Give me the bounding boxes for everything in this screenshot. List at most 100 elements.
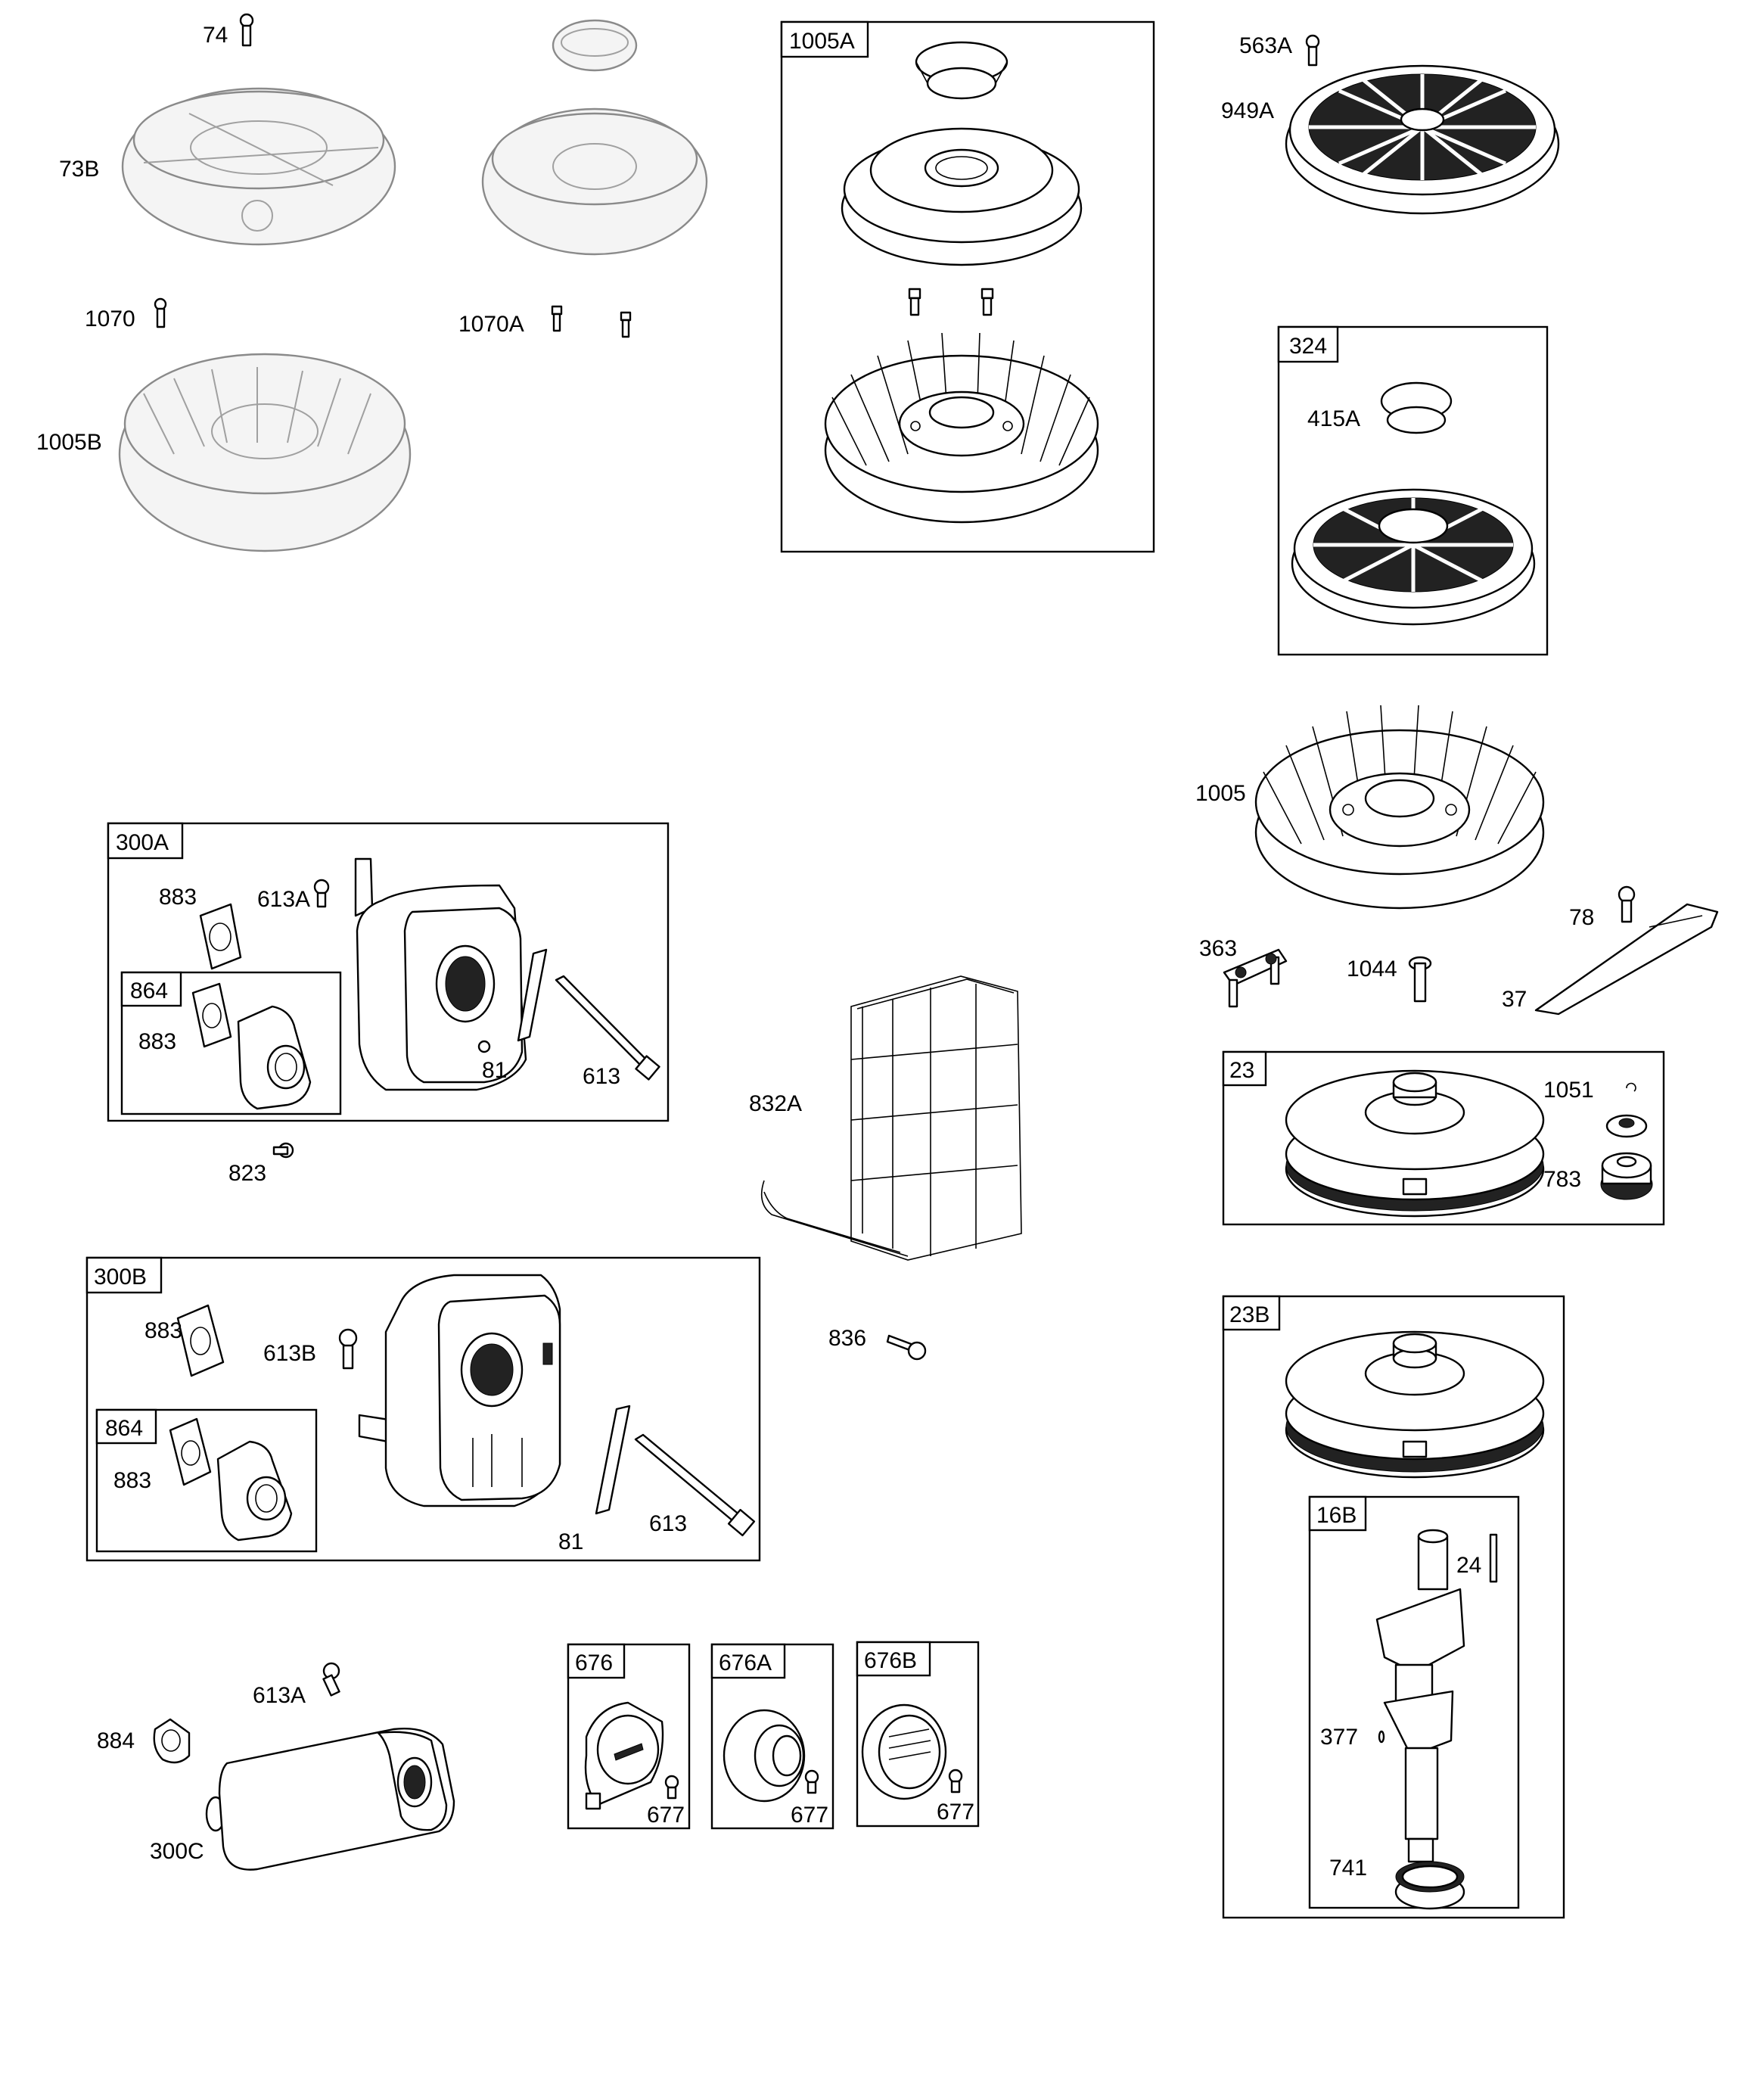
muffler-300C-drawing xyxy=(205,1728,455,1871)
screw-1070-drawing xyxy=(154,297,167,328)
screws-drawing xyxy=(908,288,994,316)
callout-81-b: 81 xyxy=(558,1529,583,1554)
callout-613B: 613B xyxy=(263,1341,316,1366)
air-guide-37-drawing xyxy=(1534,903,1719,1016)
callout-823: 823 xyxy=(228,1161,266,1186)
callout-677-a: 677 xyxy=(647,1803,685,1828)
washer-1051-drawing xyxy=(1626,1082,1636,1092)
cover-676B-drawing xyxy=(861,1703,947,1800)
group-label-864-a: 864 xyxy=(130,978,168,1003)
cover-676-drawing xyxy=(584,1701,664,1810)
group-label-1005A: 1005A xyxy=(789,29,855,54)
cap-drawing xyxy=(552,19,638,72)
key-377-drawing xyxy=(1378,1730,1385,1744)
gear-741-drawing xyxy=(1394,1861,1465,1910)
callout-300C: 300C xyxy=(150,1839,204,1864)
group-label-676A: 676A xyxy=(719,1650,772,1675)
callout-1070A: 1070A xyxy=(458,312,524,337)
group-label-676: 676 xyxy=(575,1650,613,1675)
group-box-324 xyxy=(1277,325,1549,656)
group-box-864-a xyxy=(120,971,342,1115)
muffler-drawing xyxy=(354,857,527,1091)
washer-drawing xyxy=(1605,1114,1648,1138)
group-label-23: 23 xyxy=(1229,1058,1254,1083)
seal-drawing xyxy=(915,41,1008,100)
group-label-676B: 676B xyxy=(864,1648,917,1673)
key-24-drawing xyxy=(1489,1533,1498,1583)
callout-73B: 73B xyxy=(59,157,99,182)
screw-563A-drawing xyxy=(1305,34,1320,67)
screw-613A-b-drawing xyxy=(322,1662,340,1697)
rotating-screen-324-drawing xyxy=(1291,488,1536,626)
flange-b-drawing xyxy=(216,1440,293,1542)
cover-676A-drawing xyxy=(723,1709,806,1803)
gasket-883-c-drawing xyxy=(176,1304,225,1377)
callout-613A-b: 613A xyxy=(253,1683,306,1708)
callout-613-b: 613 xyxy=(649,1511,687,1536)
group-label-16B: 16B xyxy=(1316,1503,1357,1528)
group-label-300B: 300B xyxy=(94,1265,147,1290)
flywheel-fan-1005B-drawing xyxy=(118,353,412,552)
callout-613A-a: 613A xyxy=(257,887,310,912)
gear-783-drawing xyxy=(1600,1152,1653,1200)
callout-377: 377 xyxy=(1320,1725,1358,1750)
crankshaft-drawing xyxy=(1375,1529,1465,1863)
group-box-676 xyxy=(567,1643,691,1830)
screw-1070A-drawing xyxy=(551,305,632,338)
callout-677-b: 677 xyxy=(791,1803,828,1828)
callout-37: 37 xyxy=(1502,987,1527,1012)
screw-613B-drawing xyxy=(338,1328,358,1370)
callout-81-a: 81 xyxy=(482,1058,507,1083)
spark-arrester-guard-drawing xyxy=(760,975,1022,1261)
screw-613A-a-drawing xyxy=(313,879,330,908)
group-label-300A: 300A xyxy=(116,830,169,855)
gasket-883-d-drawing xyxy=(169,1417,212,1486)
flywheel-fan-drawing xyxy=(824,332,1099,524)
gasket-883-b-drawing xyxy=(191,982,232,1048)
screw-836-drawing xyxy=(886,1334,927,1361)
group-box-1005A xyxy=(780,20,1155,553)
muffler-b-drawing xyxy=(358,1274,561,1507)
group-box-23 xyxy=(1222,1050,1665,1226)
callout-832A: 832A xyxy=(749,1091,802,1116)
callout-563A: 563A xyxy=(1239,33,1292,58)
callout-836: 836 xyxy=(828,1326,866,1351)
flywheel-fan-1005-drawing xyxy=(1254,705,1545,910)
blower-housing-drawing xyxy=(481,107,708,256)
callout-1051: 1051 xyxy=(1543,1078,1594,1103)
group-box-300A xyxy=(107,822,670,1122)
group-box-864-b xyxy=(95,1408,318,1553)
callout-883-a: 883 xyxy=(159,885,197,910)
flange-drawing xyxy=(237,1005,312,1110)
group-box-16B xyxy=(1308,1495,1520,1909)
callout-677-c: 677 xyxy=(937,1800,974,1825)
group-label-23B: 23B xyxy=(1229,1302,1270,1327)
screw-677-a-drawing xyxy=(664,1775,679,1800)
rotating-screen-drawing xyxy=(841,127,1083,266)
callout-1005: 1005 xyxy=(1195,781,1246,806)
callout-78: 78 xyxy=(1569,905,1594,930)
bolt-613-b-drawing xyxy=(634,1433,756,1537)
screw-78-drawing xyxy=(1618,885,1636,923)
grille-949A-drawing xyxy=(1285,64,1560,215)
seal-415A-drawing xyxy=(1380,381,1453,434)
clamp-81-a-drawing xyxy=(517,948,548,1042)
bolt-613-a-drawing xyxy=(555,975,660,1081)
clamp-884-drawing xyxy=(153,1718,191,1764)
screw-677-c-drawing xyxy=(948,1769,963,1794)
clamp-81-b-drawing xyxy=(595,1405,631,1515)
gasket-883-a-drawing xyxy=(199,903,242,970)
callout-1070: 1070 xyxy=(85,306,135,331)
flywheel-23B-drawing xyxy=(1285,1330,1545,1479)
callout-883-b: 883 xyxy=(138,1029,176,1054)
screw-823-drawing xyxy=(272,1142,294,1159)
callout-741: 741 xyxy=(1329,1856,1367,1881)
callout-363: 363 xyxy=(1199,936,1237,961)
group-box-300B xyxy=(85,1256,761,1562)
group-box-23B xyxy=(1222,1295,1565,1919)
callout-74: 74 xyxy=(203,23,228,48)
flywheel-23-drawing xyxy=(1285,1069,1545,1218)
callout-884: 884 xyxy=(97,1728,135,1753)
screw-1044-drawing xyxy=(1408,956,1432,1003)
group-label-864-b: 864 xyxy=(105,1416,143,1441)
